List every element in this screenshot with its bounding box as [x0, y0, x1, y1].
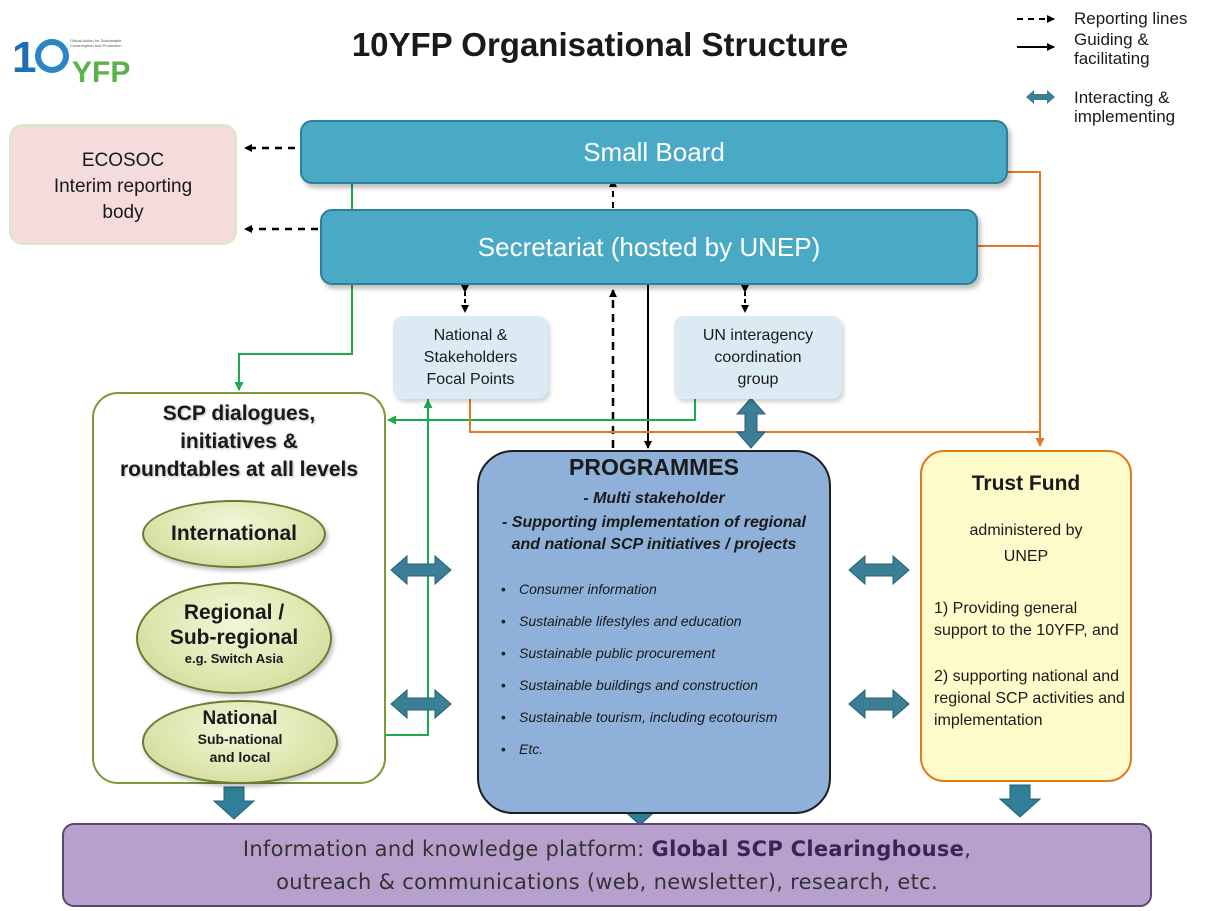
platform-line1-suffix: , [964, 837, 972, 861]
ecosoc-line3: body [102, 202, 144, 223]
national-label: National [202, 708, 278, 729]
scp-title-line2: initiatives & [180, 430, 298, 453]
programme-item: •Sustainable public procurement [501, 645, 716, 661]
10yfp-logo: 1 YFP Global Action for Sustainable Cons… [10, 26, 160, 89]
national-sub-line1: Sub-national [197, 731, 283, 747]
un-group-line3: group [737, 370, 779, 388]
programmes-title: PROGRAMMES [569, 454, 739, 480]
svg-text:YFP: YFP [72, 56, 130, 86]
legend-interacting-line1: Interacting & [1074, 88, 1170, 107]
trust-fund-title: Trust Fund [971, 472, 1081, 495]
un-group-line2: coordination [714, 348, 802, 366]
legend-interacting-label: Interacting & implementing [1074, 88, 1175, 126]
svg-text:Global Action for Sustainable: Global Action for Sustainable [70, 38, 122, 43]
programmes-list: •Consumer information •Sustainable lifes… [501, 580, 821, 772]
platform-line1-prefix: Information and knowledge platform: [242, 837, 652, 861]
legend-guiding-label: Guiding & facilitating [1074, 30, 1150, 68]
programme-item-text: Sustainable lifestyles and education [519, 613, 742, 629]
platform-clearinghouse: Global SCP Clearinghouse [651, 837, 965, 861]
regional-label-line1: Regional / [183, 601, 285, 624]
programmes-sub1: - Multi stakeholder [583, 490, 725, 507]
international-label: International [170, 522, 297, 545]
svg-text:Consumption and Production: Consumption and Production [70, 43, 122, 48]
trust-fund-admin-line1: administered by [969, 522, 1083, 539]
programme-item-text: Sustainable tourism, including ecotouris… [519, 709, 778, 725]
knowledge-platform-box: Information and knowledge platform: Glob… [62, 823, 1152, 907]
programme-item: •Sustainable lifestyles and education [501, 613, 742, 629]
programme-item-text: Sustainable public procurement [519, 645, 716, 661]
scp-dialogues-box: SCP dialogues, initiatives & roundtables… [92, 392, 386, 784]
national-sub-line2: and local [209, 749, 271, 765]
un-group-line1: UN interagency [702, 326, 814, 344]
legend-interacting-line2: implementing [1074, 107, 1176, 126]
regional-ellipse: Regional / Sub-regional e.g. Switch Asia [136, 582, 332, 694]
small-board-label: Small Board [583, 136, 725, 167]
legend-guiding-line1: Guiding & [1074, 30, 1149, 49]
trust-fund-item-2: 2) supporting national and regional SCP … [934, 668, 1125, 729]
scp-title-line3: roundtables at all levels [119, 458, 359, 481]
trust-fund-admin: administered by UNEP [922, 518, 1130, 570]
small-board-box: Small Board [300, 120, 1008, 184]
secretariat-box: Secretariat (hosted by UNEP) [320, 209, 978, 285]
focal-points-line1: National & [433, 326, 508, 344]
focal-points-box: National & Stakeholders Focal Points [393, 316, 548, 399]
scp-dialogues-title: SCP dialogues, initiatives & roundtables… [94, 400, 384, 484]
national-ellipse: National Sub-national and local [142, 700, 338, 784]
regional-label-line2: Sub-regional [169, 626, 299, 649]
trust-fund-box: Trust Fund administered by UNEP 1) Provi… [920, 450, 1132, 782]
programme-item-text: Etc. [519, 741, 544, 757]
legend-reporting-label: Reporting lines [1074, 9, 1188, 28]
page-title: 10YFP Organisational Structure [351, 26, 849, 63]
scp-title-line1: SCP dialogues, [162, 402, 316, 425]
trust-fund-item-1: 1) Providing general support to the 10YF… [934, 600, 1119, 639]
focal-points-line2: Stakeholders [423, 348, 518, 366]
trust-fund-admin-line2: UNEP [1003, 548, 1049, 565]
platform-line2: outreach & communications (web, newslett… [276, 870, 938, 894]
programme-item: •Sustainable tourism, including ecotouri… [501, 709, 778, 725]
ecosoc-line2: Interim reporting [53, 176, 193, 197]
programmes-sub2: - Supporting implementation of regional [502, 514, 806, 531]
regional-example: e.g. Switch Asia [184, 651, 284, 666]
programme-item-text: Sustainable buildings and construction [519, 677, 758, 693]
programme-item: •Consumer information [501, 581, 657, 597]
ecosoc-title: ECOSOC [81, 150, 165, 171]
programmes-sub3: and national SCP initiatives / projects [511, 536, 797, 553]
programme-item-text: Consumer information [519, 581, 657, 597]
focal-points-line3: Focal Points [426, 370, 515, 388]
legend-interacting-arrow-icon [1026, 90, 1055, 104]
programme-item: •Etc. [501, 741, 544, 757]
secretariat-label: Secretariat (hosted by UNEP) [477, 231, 821, 262]
legend-guiding-line2: facilitating [1074, 49, 1150, 68]
un-interagency-box: UN interagency coordination group [674, 316, 842, 399]
programme-item: •Sustainable buildings and construction [501, 677, 758, 693]
svg-text:1: 1 [12, 33, 36, 82]
international-ellipse: International [142, 500, 326, 568]
ecosoc-box: ECOSOC Interim reporting body [9, 124, 237, 245]
platform-line1: Information and knowledge platform: Glob… [64, 833, 1150, 866]
programmes-box: PROGRAMMES - Multi stakeholder - Support… [477, 450, 831, 814]
